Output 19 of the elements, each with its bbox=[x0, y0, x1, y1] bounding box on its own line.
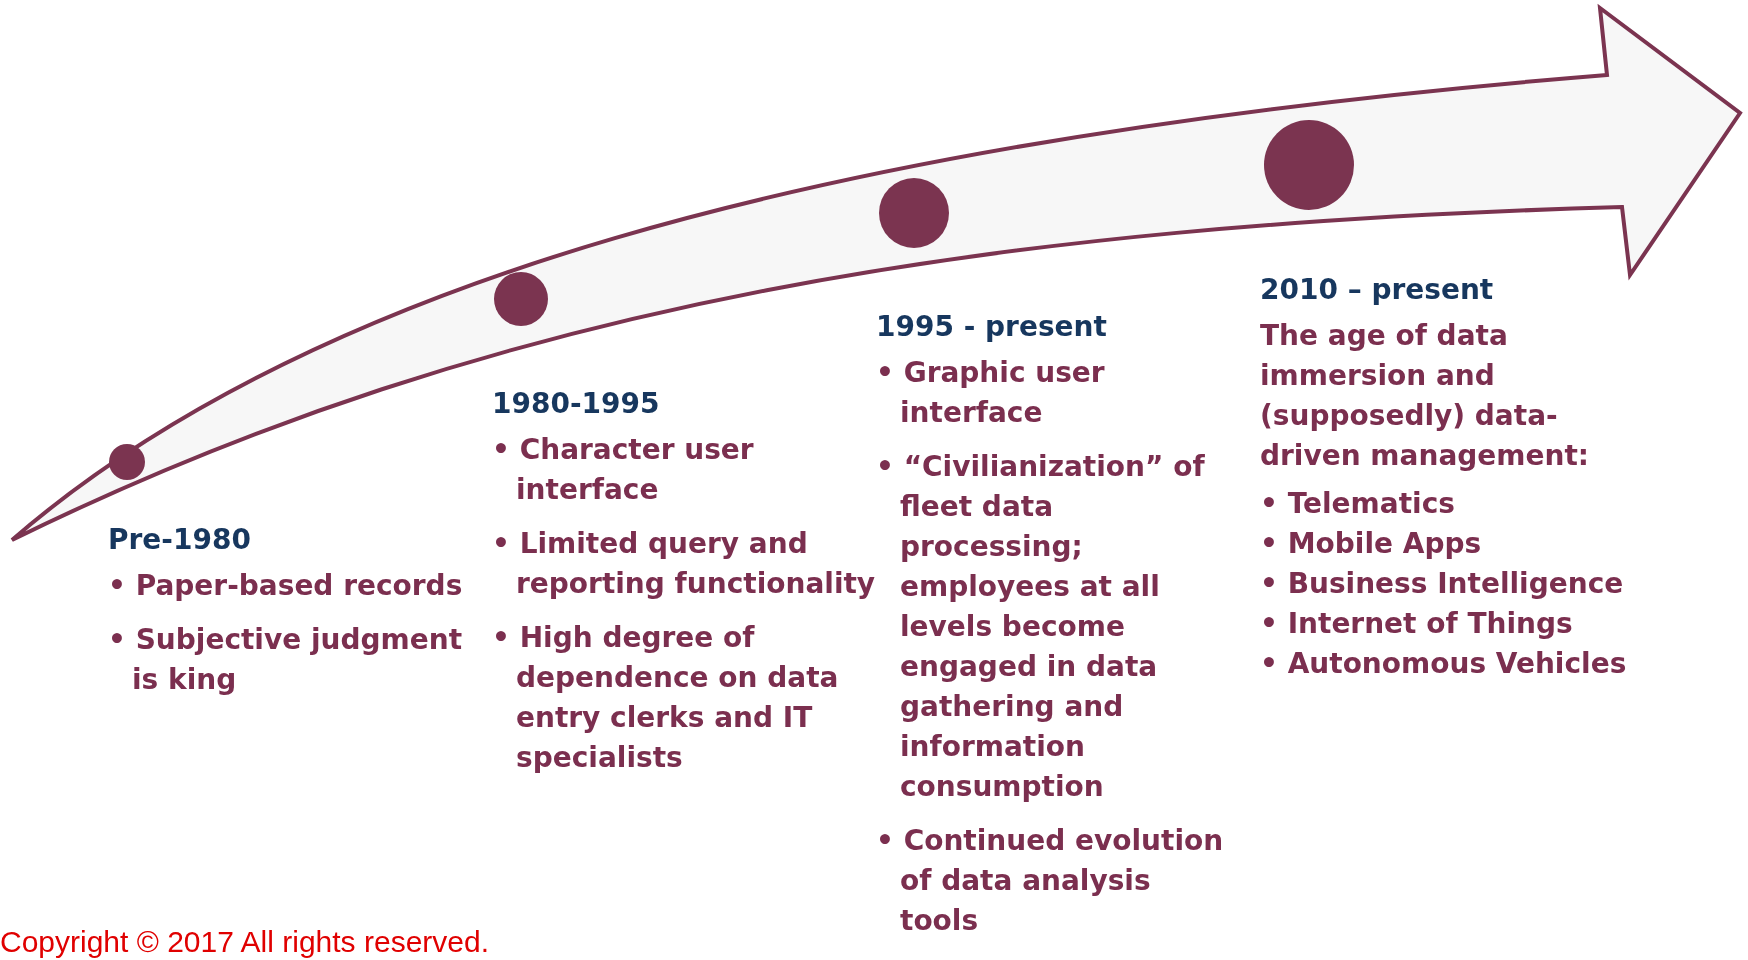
bullet-item: • Internet of Things bbox=[1260, 606, 1574, 642]
bullet-item: • Business Intelligence bbox=[1260, 566, 1625, 602]
copyright-note: Copyright © 2017 All rights reserved. bbox=[0, 925, 489, 959]
bullet-item: • Mobile Apps bbox=[1260, 526, 1483, 562]
bullet-item: • Autonomous Vehicles bbox=[1260, 646, 1628, 682]
period-heading: 1995 - present bbox=[876, 309, 1108, 345]
bullet-item: • Limited query and reporting functionality bbox=[492, 526, 877, 602]
period-description: The age of data immersion and (supposedly) data-driven management: bbox=[1260, 318, 1590, 474]
period-heading: 1980-1995 bbox=[492, 386, 661, 422]
bullet-item: • High degree of dependence on data entry clerks and IT specialists bbox=[492, 620, 840, 776]
bullet-item: • Telematics bbox=[1260, 486, 1456, 522]
bullet-item: • Subjective judgment is king bbox=[108, 622, 464, 698]
bullet-item: • Continued evolution of data analysis tools bbox=[876, 823, 1225, 939]
bullet-item: • Paper-based records bbox=[108, 568, 464, 604]
bullet-item: • Character user interface bbox=[492, 432, 755, 508]
bullet-item: • Graphic user interface bbox=[876, 355, 1106, 431]
bullet-item: • “Civilianization” of fleet data processing; employees at all levels become engaged in data gathering and information consumption bbox=[876, 449, 1206, 805]
period-heading: Pre-1980 bbox=[108, 522, 252, 558]
period-heading: 2010 – present bbox=[1260, 272, 1495, 308]
